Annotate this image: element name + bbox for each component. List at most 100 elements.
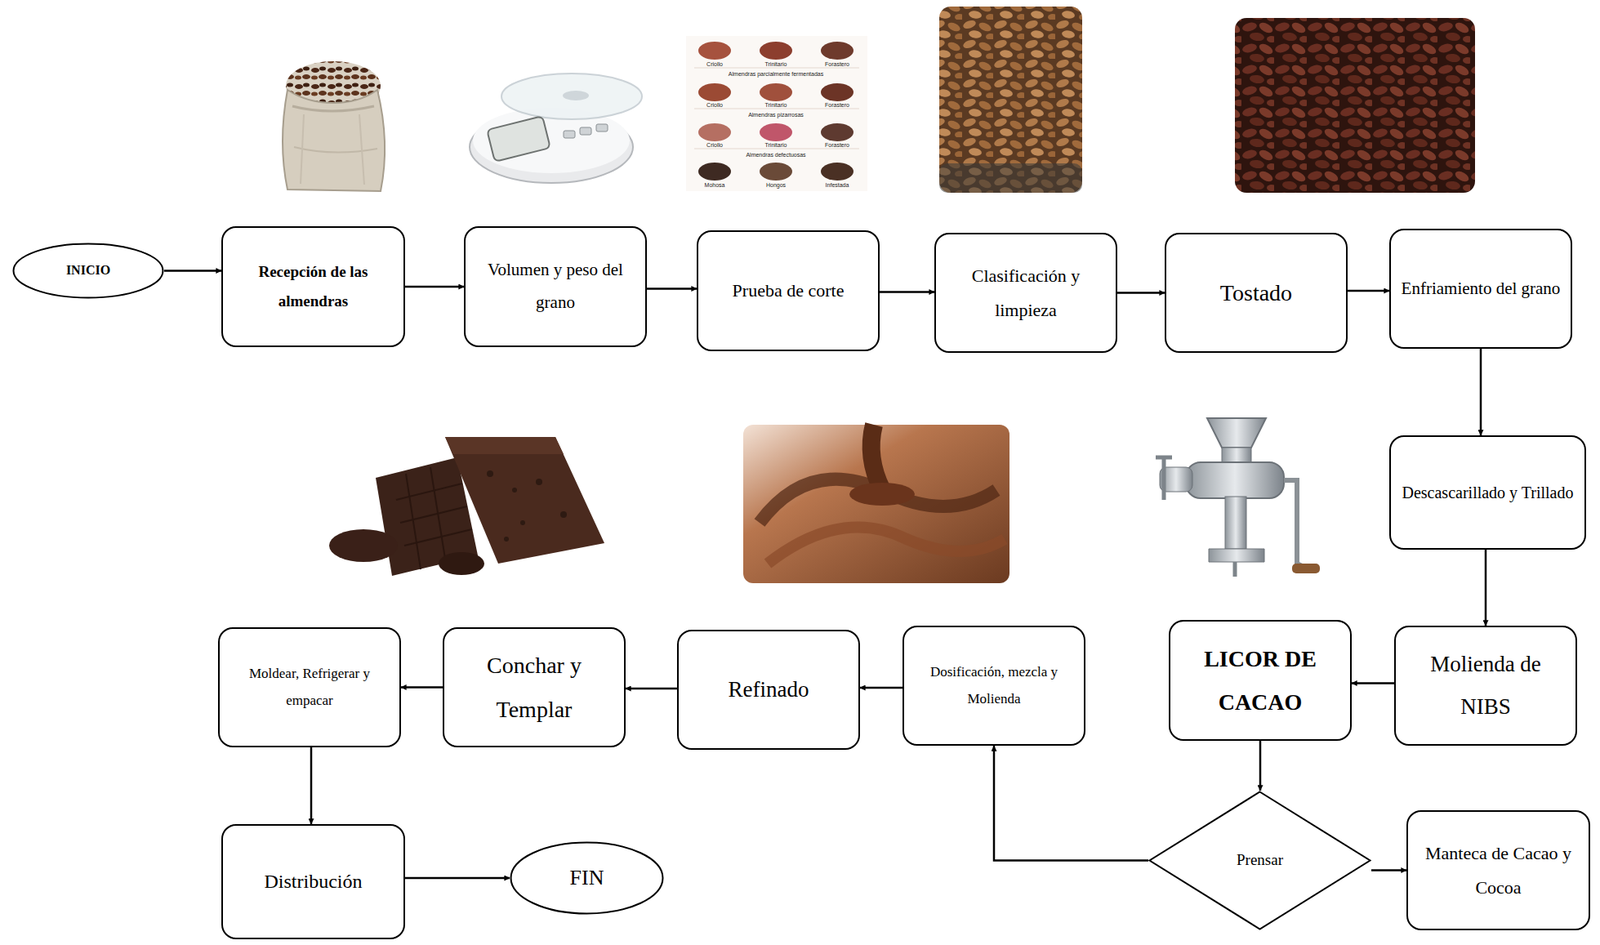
text-group: INICIO <box>66 258 111 283</box>
node-label: Manteca de Cacao y Cocoa <box>1416 836 1581 905</box>
process-box: Clasificación y limpieza <box>934 232 1118 353</box>
text-group: Descascarillado y Trillado <box>1402 476 1574 509</box>
chart-label: Forastero <box>824 102 850 108</box>
flow-arrow <box>164 269 222 272</box>
text-group: Enfriamiento del grano <box>1401 272 1561 306</box>
text-group: FIN <box>570 857 605 898</box>
text-group: LICOR DE CACAO <box>1178 637 1342 724</box>
flow-arrow <box>310 747 313 825</box>
node-label: Tostado <box>1220 271 1293 315</box>
process-box: Enfriamiento del grano <box>1389 228 1573 349</box>
node-label: Volumen y peso del grano <box>473 254 638 320</box>
flow-arrow <box>1117 291 1165 295</box>
text-group: Dosificación, mezcla y Molienda <box>912 659 1076 713</box>
flow-arrow <box>860 686 903 690</box>
decision-diamond: Prensar <box>1148 790 1372 931</box>
chart-label: Mohosa <box>704 182 726 188</box>
cut-test-chart <box>686 35 868 192</box>
process-box: Molienda de NIBS <box>1394 625 1578 746</box>
chart-label: Almendras parcialmente fermentadas <box>728 71 824 77</box>
process-box: Recepción de las almendras <box>221 226 406 348</box>
chart-label: Criollo <box>706 102 723 108</box>
node-label: Prueba de corte <box>732 273 845 308</box>
text-group: Moldear, Refrigerar y empacar <box>227 660 392 714</box>
flow-arrow <box>1371 869 1407 872</box>
text-group: Manteca de Cacao y Cocoa <box>1416 836 1581 905</box>
node-label: Clasificación y limpieza <box>944 258 1108 328</box>
chart-label: Infestada <box>825 182 850 188</box>
text-group: Refinado <box>728 668 810 711</box>
process-box: Distribución <box>221 824 406 940</box>
process-box: Conchar y Templar <box>442 627 626 748</box>
flow-arrow <box>993 745 1149 861</box>
process-box: Tostado <box>1164 232 1348 353</box>
text-group: Tostado <box>1220 271 1293 315</box>
raw-beans-photo <box>939 6 1083 193</box>
flow-arrow <box>879 290 935 294</box>
flow-arrow <box>1259 740 1262 791</box>
roasted-beans-photo <box>1234 17 1476 193</box>
text-group: Recepción de las almendras <box>231 257 396 317</box>
chart-label: Trinitario <box>765 102 788 108</box>
process-box: Refinado <box>677 629 861 750</box>
grinder-illustration <box>1155 418 1320 577</box>
node-label: Recepción de las almendras <box>231 257 396 317</box>
diamond-path <box>1149 792 1371 930</box>
chart-label: Trinitario <box>765 61 788 67</box>
flow-arrow <box>625 687 678 691</box>
node-label: Molienda de NIBS <box>1403 643 1568 728</box>
process-box: Volumen y peso del grano <box>463 226 647 348</box>
ellipse-path <box>13 244 164 299</box>
process-box: Descascarillado y Trillado <box>1389 435 1587 550</box>
node-label: Moldear, Refrigerar y empacar <box>227 660 392 714</box>
node-label: FIN <box>570 857 605 898</box>
flow-arrow <box>1479 348 1483 436</box>
end-ellipse: FIN <box>509 841 665 915</box>
process-box: Moldear, Refrigerar y empacar <box>218 627 402 748</box>
process-box: Dosificación, mezcla y Molienda <box>902 625 1086 746</box>
start-ellipse: INICIO <box>12 242 165 299</box>
chart-label: Hongos <box>766 182 786 188</box>
flow-arrow <box>646 287 697 290</box>
text-group: Prensar <box>1236 845 1284 875</box>
product-box: LICOR DE CACAO <box>1168 619 1352 741</box>
node-label: Distribución <box>264 863 363 901</box>
text-group: Distribución <box>264 863 363 901</box>
sack-illustration <box>282 61 385 192</box>
chocolate-bars-illustration <box>329 436 605 576</box>
node-label: Dosificación, mezcla y Molienda <box>912 659 1076 713</box>
node-label: Descascarillado y Trillado <box>1402 476 1574 509</box>
node-label: Prensar <box>1236 845 1284 875</box>
flow-arrow <box>405 285 464 289</box>
node-label: Enfriamiento del grano <box>1401 272 1561 306</box>
flow-arrow <box>1351 681 1395 685</box>
melted-chocolate-photo <box>743 424 1010 584</box>
node-label: INICIO <box>66 258 111 283</box>
chart-label: Criollo <box>706 61 723 67</box>
ellipse-path <box>511 842 664 914</box>
chart-label: Almendras defectuosas <box>745 151 806 158</box>
text-group: Clasificación y limpieza <box>944 258 1108 328</box>
chart-label: Almendras pizarrosas <box>748 111 804 118</box>
text-group: Volumen y peso del grano <box>473 254 638 320</box>
flow-arrow <box>405 877 510 880</box>
text-group: Conchar y Templar <box>452 643 616 731</box>
node-label: Conchar y Templar <box>452 643 616 731</box>
product-box: Manteca de Cacao y Cocoa <box>1406 810 1591 931</box>
chart-label: Trinitario <box>765 142 788 148</box>
text-group: Prueba de corte <box>732 273 845 308</box>
chart-label: Forastero <box>824 61 850 67</box>
scale-illustration <box>469 73 642 183</box>
node-label: Refinado <box>728 668 810 711</box>
flow-arrow <box>1484 549 1488 626</box>
flow-arrow <box>1347 289 1390 293</box>
flow-arrow <box>401 686 443 689</box>
node-label: LICOR DE CACAO <box>1178 637 1342 724</box>
chart-label: Forastero <box>824 142 850 148</box>
chart-label: Criollo <box>706 142 723 148</box>
text-group: Molienda de NIBS <box>1403 643 1568 728</box>
process-box: Prueba de corte <box>696 230 880 352</box>
